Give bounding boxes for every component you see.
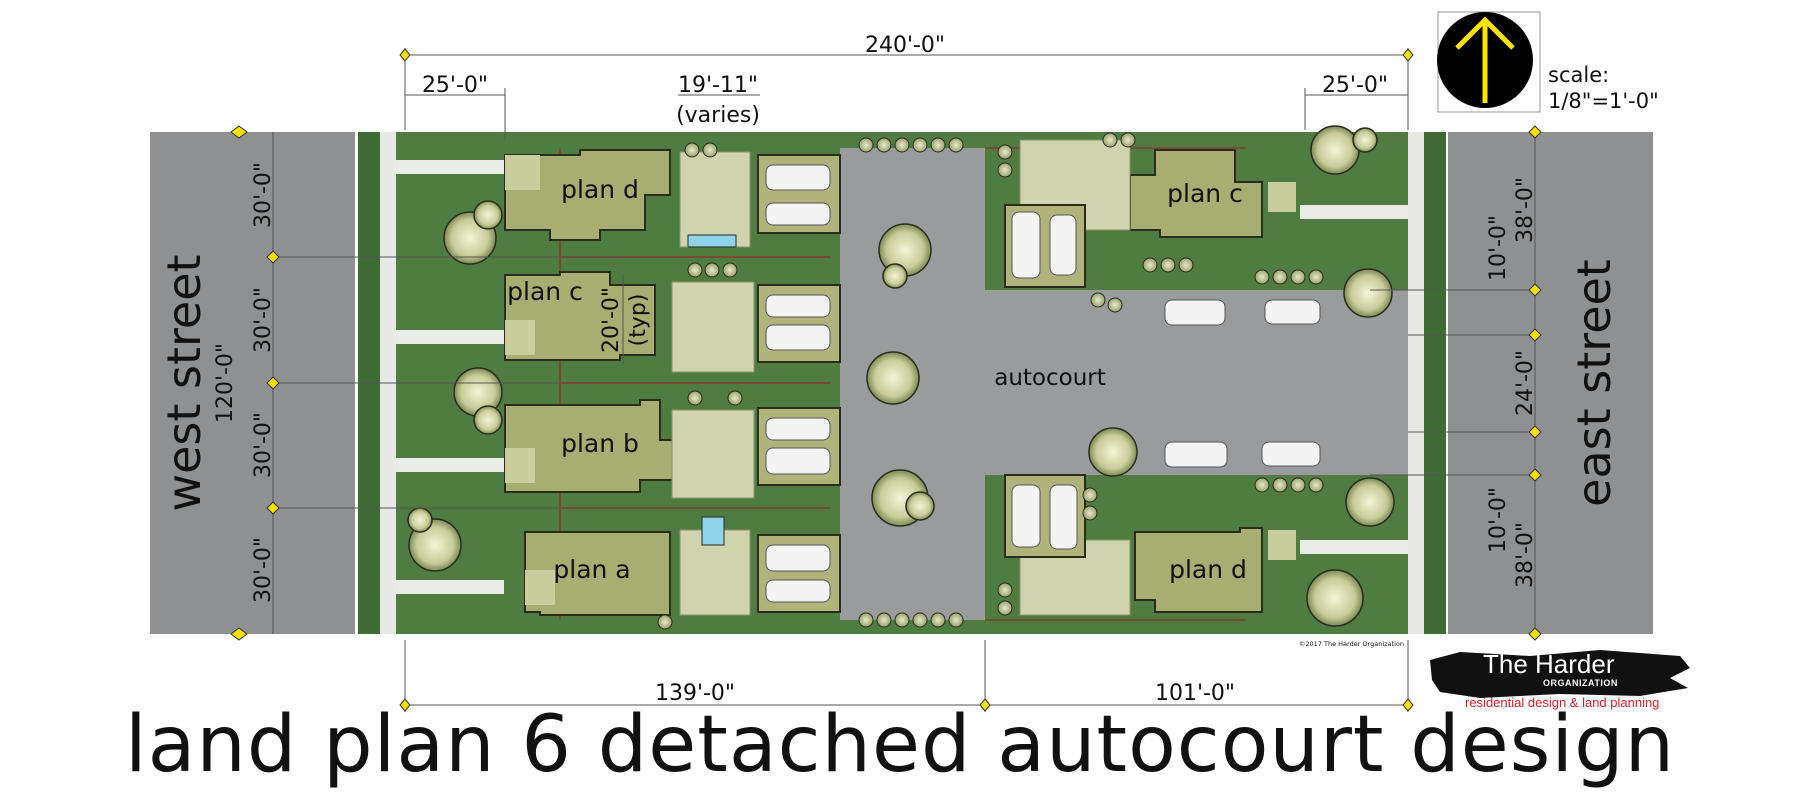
east-sidewalk-lawn: [1424, 132, 1446, 634]
dim-garage-width: 19'-11": [678, 73, 758, 98]
west-street-label: west street: [157, 254, 211, 511]
dim-buffer-north: 10'-0": [1486, 215, 1511, 281]
dim-overall-width: 240'-0": [865, 33, 945, 58]
autocourt-paving: [840, 148, 1408, 620]
unit-plan-c-w: plan c: [507, 277, 583, 306]
trees: [407, 125, 1395, 627]
unit-plan-b-w: plan b: [561, 429, 639, 458]
walkway: [1300, 205, 1408, 219]
dim-setback-west: 25'-0": [422, 73, 488, 98]
walkway: [396, 330, 504, 344]
walkway: [396, 458, 504, 472]
unit-plan-d-se: plan d: [1169, 555, 1247, 584]
walkway: [396, 160, 504, 174]
copyright: ©2017 The Harder Organization: [1299, 640, 1404, 648]
pools: [687, 234, 737, 546]
unit-plan-c-ne: plan c: [1167, 179, 1243, 208]
dim-overall-depth: 120'-0": [213, 343, 238, 423]
parked-cars: [765, 164, 1321, 603]
dim-unit-width: 20'-0": [599, 287, 624, 353]
house-roof-accents: [505, 155, 1296, 605]
logo-org: ORGANIZATION: [1543, 678, 1618, 688]
north-arrow-icon: [1437, 11, 1541, 113]
scale-value: 1/8"=1'-0": [1548, 89, 1659, 113]
logo-name: The Harder: [1483, 649, 1615, 679]
dim-east-lot-south: 38'-0": [1513, 522, 1538, 588]
dim-setback-east: 25'-0": [1322, 73, 1388, 98]
walkway: [1300, 540, 1408, 554]
walkway: [396, 580, 504, 594]
east-sidewalk: [1408, 132, 1424, 634]
dim-east-lot-north: 38'-0": [1513, 177, 1538, 243]
dim-lot-depth-1: 30'-0": [251, 162, 276, 228]
dim-east-segment: 101'-0": [1155, 681, 1235, 706]
plan-labels: 240'-0" 25'-0" 19'-11" (varies) 25'-0" s…: [157, 33, 1659, 706]
east-street-label: east street: [1567, 259, 1621, 507]
dimension-lines: [272, 48, 1536, 712]
dim-unit-width-note: (typ): [626, 294, 651, 347]
scale-label: scale:: [1548, 63, 1609, 87]
logo-brush-stroke: [1430, 650, 1690, 698]
dim-drive-width: 24'-0": [1513, 350, 1538, 416]
dim-buffer-south: 10'-0": [1486, 487, 1511, 553]
dim-garage-width-note: (varies): [676, 103, 760, 128]
dim-lot-depth-3: 30'-0": [251, 412, 276, 478]
dim-west-segment: 139'-0": [655, 681, 735, 706]
east-street: [1448, 132, 1653, 634]
house-roofs: [504, 149, 1263, 616]
harder-organization-logo: The Harder ORGANIZATION residential desi…: [1425, 645, 1690, 715]
logo-tagline: residential design & land planning: [1465, 695, 1660, 710]
unit-plan-d-nw: plan d: [561, 175, 639, 204]
shrubs: [657, 132, 1324, 630]
dimension-ticks: [230, 48, 1542, 712]
unit-plan-a-sw: plan a: [553, 555, 630, 584]
autocourt-label: autocourt: [994, 365, 1106, 391]
page-title: land plan 6 detached autocourt design: [124, 700, 1676, 790]
dim-lot-depth-4: 30'-0": [251, 537, 276, 603]
dim-lot-depth-2: 30'-0": [251, 287, 276, 353]
